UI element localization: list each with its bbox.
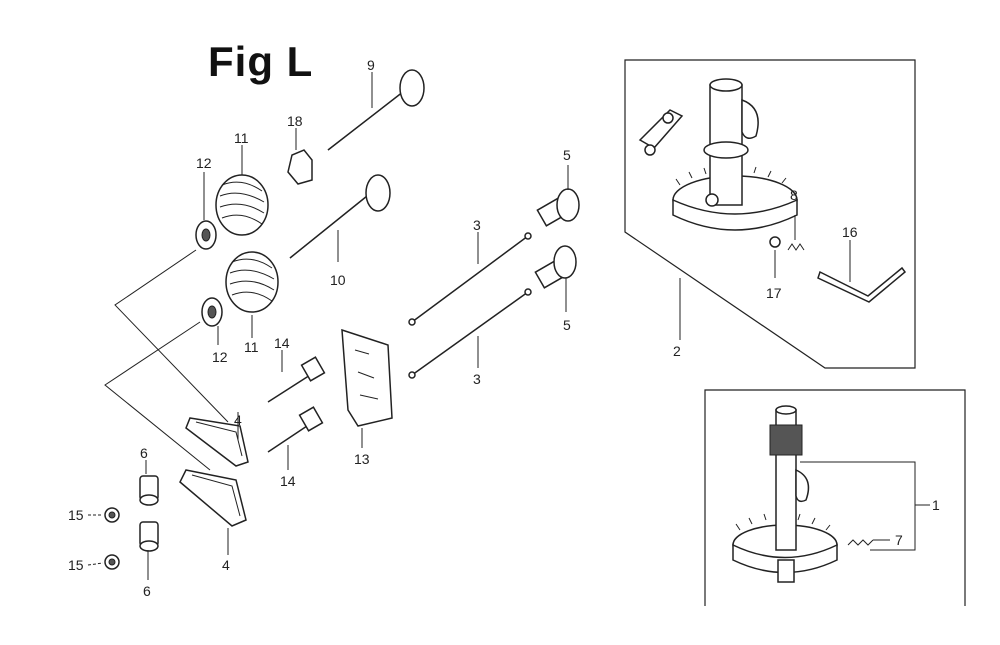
collar-6-lower <box>139 521 159 580</box>
exhaust-valve-9 <box>327 69 425 151</box>
callout-8: 8 <box>790 187 798 203</box>
spring-7 <box>847 539 890 546</box>
valve-seal-18 <box>287 128 313 185</box>
valve-spring-11-upper <box>215 145 269 236</box>
callout-3-upper: 3 <box>473 217 481 233</box>
callout-3-lower: 3 <box>473 371 481 387</box>
tappet-5-upper <box>536 165 580 227</box>
callout-16: 16 <box>842 224 858 240</box>
leader-lines <box>114 249 229 423</box>
callout-4-lower: 4 <box>222 557 230 573</box>
callout-12-lower: 12 <box>212 349 228 365</box>
valve-spring-11-lower <box>225 251 279 338</box>
rocker-arm-4-lower <box>179 469 247 555</box>
callout-13: 13 <box>354 451 370 467</box>
pivot-bolt-14-upper <box>267 350 326 403</box>
weight-rod-16 <box>817 240 907 303</box>
push-rod-3-upper <box>408 232 532 326</box>
callout-5-lower: 5 <box>563 317 571 333</box>
callout-18: 18 <box>287 113 303 129</box>
callout-12-upper: 12 <box>196 155 212 171</box>
callout-7: 7 <box>895 532 903 548</box>
callout-15-upper: 15 <box>68 507 84 523</box>
camshaft-assembly-2 <box>638 78 798 231</box>
callout-1: 1 <box>932 497 940 513</box>
tappet-5-lower <box>534 245 577 312</box>
callout-15-lower: 15 <box>68 557 84 573</box>
collar-6-upper <box>139 460 159 506</box>
callout-1-bracket <box>800 461 916 551</box>
callout-11-lower: 11 <box>244 339 259 355</box>
nut-15-lower <box>87 554 120 570</box>
callout-17: 17 <box>766 285 782 301</box>
camshaft-1 <box>732 405 838 583</box>
camshaft-frame <box>704 389 966 606</box>
callout-6-upper: 6 <box>140 445 148 461</box>
nut-15-upper <box>88 507 120 523</box>
callout-11-upper: 11 <box>234 130 249 146</box>
intake-valve-10 <box>289 174 391 262</box>
callout-14-upper: 14 <box>274 335 290 351</box>
push-rod-3-lower <box>408 288 532 379</box>
spring-8 <box>787 215 805 251</box>
callout-6-lower: 6 <box>143 583 151 599</box>
callout-9: 9 <box>367 57 375 73</box>
push-rod-guide-plate-13 <box>341 328 393 448</box>
callout-14-lower: 14 <box>280 473 296 489</box>
spring-retainer-12-upper <box>195 172 217 250</box>
pivot-bolt-14-lower <box>267 406 324 470</box>
camshaft-assembly-frame <box>624 59 916 369</box>
spring-retainer-12-lower <box>201 297 223 345</box>
callout-5-upper: 5 <box>563 147 571 163</box>
callout-2: 2 <box>673 343 681 359</box>
rocker-arm-4-upper <box>185 412 249 467</box>
figure-title: Fig L <box>208 38 314 85</box>
pin-17 <box>769 236 781 278</box>
callout-10: 10 <box>330 272 346 288</box>
callout-4-upper: 4 <box>234 412 242 428</box>
